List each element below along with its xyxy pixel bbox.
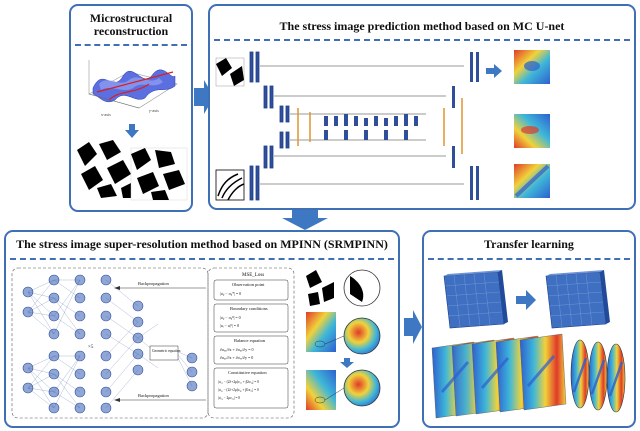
balance-equation-box: Balance equation ∂σₓₓ/∂x + ∂σₓᵧ/∂y = 0 ∂… [213,335,289,365]
panel-title: Transfer learning [484,237,574,251]
right-arrow-icon [404,310,422,344]
zoom-circle-micro [343,269,381,307]
title-divider [214,39,630,41]
input-image-bottom [215,169,245,201]
stress-map-low-res [306,312,336,352]
micro-image-small [306,270,334,306]
panel-mc-unet: The stress image prediction method based… [208,4,636,210]
stacked-stress-maps [431,333,567,419]
decoder-blocks [452,52,479,200]
mpinn-network-diagram: ×5 Backpropagation Backpropagation Geome… [11,267,381,419]
svg-text:∂σₓₓ/∂x + ∂σₓᵧ/∂y = 0: ∂σₓₓ/∂x + ∂σₓᵧ/∂y = 0 [220,347,254,353]
svg-text:|σᵢⱼ − σᵢⱼ*| = 0: |σᵢⱼ − σᵢⱼ*| = 0 [220,291,241,296]
stress-map-high-res [306,370,336,410]
encoder-blocks [249,51,290,201]
output-stress-map-1 [514,50,550,84]
svg-text:|σₓₓ − (2λ+2μ)εₓₓ + βλεᵧᵧ| = 0: |σₓₓ − (2λ+2μ)εₓₓ + βλεᵧᵧ| = 0 [218,380,259,385]
svg-text:y-axis: y-axis [149,108,159,113]
backpropagation-top: Backpropagation [114,281,206,290]
svg-text:∂σₓᵧ/∂x + ∂σᵧᵧ/∂y = 0: ∂σₓᵧ/∂x + ∂σᵧᵧ/∂y = 0 [220,355,253,361]
svg-text:Balance equation: Balance equation [234,338,266,343]
down-arrow-icon [125,124,139,138]
title-divider [428,258,630,260]
output-stress-map-3 [514,164,550,198]
panel-title: The stress image prediction method based… [279,19,565,33]
svg-text:Constitutive equation: Constitutive equation [228,370,267,375]
surface-plot: x-axis y-axis [88,60,178,117]
title-line-1: Microstructural [89,11,173,25]
skip-connections [260,65,464,185]
constitutive-equation-box: Constitutive equation |σₓₓ − (2λ+2μ)εₓₓ … [213,367,289,409]
transfer-learning-diagram [431,270,626,419]
svg-text:|uᵢ − uᵢᴮ| = 0: |uᵢ − uᵢᴮ| = 0 [220,323,239,328]
zoom-ellipses [570,339,626,413]
microstructure-images [77,140,188,201]
panel-title: The stress image super-resolution method… [16,237,388,251]
title-line-2: reconstruction [93,24,169,38]
panel-title: Microstructural reconstruction [71,12,191,38]
svg-text:x-axis: x-axis [101,112,111,117]
down-arrow-icon [282,210,328,230]
svg-text:|σᵢⱼ − σᵢⱼᴮ| = 0: |σᵢⱼ − σᵢⱼᴮ| = 0 [220,315,241,320]
zoom-circle-low-res [343,317,381,355]
weight-matrix-after [545,270,610,329]
weight-matrix-before [443,270,508,329]
title-divider [75,44,187,46]
concat-markers [297,98,463,154]
bottleneck-blocks [324,114,418,140]
right-arrow-icon [516,290,536,310]
svg-text:Backpropagation: Backpropagation [138,393,169,398]
svg-text:Backpropagation: Backpropagation [138,281,169,286]
svg-text:|σₓᵧ − 2μεₓᵧ| = 0: |σₓᵧ − 2μεₓᵧ| = 0 [218,396,240,401]
svg-text:Boundary conditions: Boundary conditions [230,306,268,311]
output-arrows [486,64,502,78]
output-stress-map-2 [514,114,550,148]
unet-architecture-diagram [215,50,550,201]
panel-srmpinn: The stress image super-resolution method… [4,230,400,428]
panel-transfer-learning: Transfer learning [422,230,636,428]
layers-note: ×5 [88,345,94,350]
mse-loss-label: MSE_Loss [242,273,264,278]
geometric-equation-box: Geometric equation [149,345,181,361]
observation-point-box: Observation point |σᵢⱼ − σᵢⱼ*| = 0 [213,279,289,301]
nn-connections [27,279,193,409]
svg-text:Geometric equation: Geometric equation [152,349,181,353]
backpropagation-bottom: Backpropagation [114,393,206,402]
title-divider [10,258,394,260]
panel-microstructural-reconstruction: Microstructural reconstruction x-axis y-… [69,4,193,212]
zoom-circle-high-res [343,369,381,407]
nn-nodes [22,274,198,414]
input-image-top [215,57,245,87]
down-arrow-icon [340,358,354,368]
svg-text:|σᵧᵧ − (2λ+2μ)εᵧᵧ + βλεₓₓ| = 0: |σᵧᵧ − (2λ+2μ)εᵧᵧ + βλεₓₓ| = 0 [218,388,259,393]
svg-text:Observation point: Observation point [232,282,265,287]
boundary-conditions-box: Boundary conditions |σᵢⱼ − σᵢⱼᴮ| = 0 |uᵢ… [213,303,289,333]
